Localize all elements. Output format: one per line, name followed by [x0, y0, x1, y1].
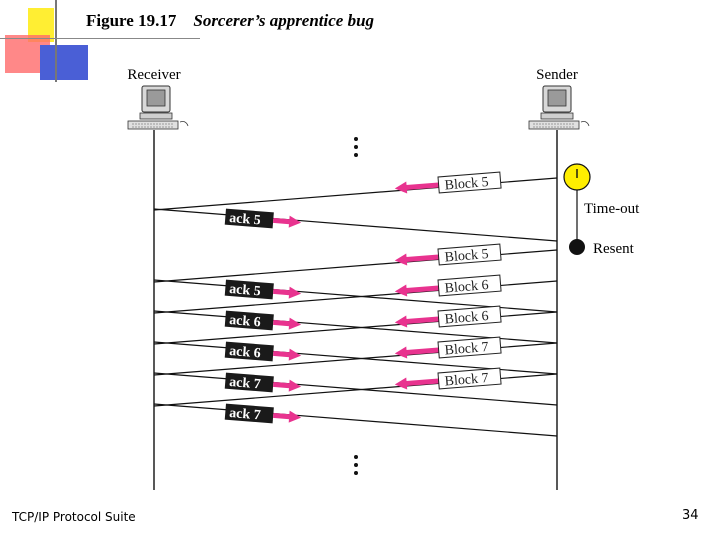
arrow-head [288, 379, 302, 392]
arrow-shaft [273, 288, 292, 296]
arrow-head [394, 377, 408, 390]
label-text: Block 7 [444, 371, 489, 389]
block-label: Block 5 [394, 243, 502, 266]
arrow-shaft [273, 381, 292, 389]
label-box [224, 279, 274, 300]
message-1: Block 5 [153, 171, 558, 211]
arrow-shaft [404, 378, 439, 387]
arrow-shaft [404, 347, 439, 356]
block-label: Block 5 [394, 171, 502, 194]
message-arrows: Block 5 ack 5 Block 5 ack 5 Block 6 ack 6 Bloc… [153, 171, 558, 437]
block-label: Block 7 [394, 336, 502, 359]
arrow-shaft [404, 285, 439, 294]
receiver-label: Receiver [127, 67, 180, 83]
decor-horizontal-line [0, 38, 200, 39]
block-label: Block 7 [394, 367, 502, 390]
arrow-shaft [404, 316, 439, 325]
message-9: Block 7 [153, 336, 558, 376]
label-box [437, 171, 502, 194]
arrow-head [394, 315, 408, 328]
arrow-shaft [273, 319, 292, 327]
label-text: Block 5 [444, 247, 489, 265]
message-10: ack 7 [153, 372, 558, 406]
label-text: ack 5 [229, 211, 262, 228]
label-text: Block 7 [444, 340, 489, 358]
message-7: Block 6 [153, 305, 558, 345]
message-11: Block 7 [153, 367, 558, 407]
message-8: ack 6 [153, 341, 558, 375]
block-label: Block 6 [394, 305, 502, 328]
label-text: Block 6 [444, 278, 489, 296]
ack-label: ack 5 [224, 279, 302, 300]
label-box [437, 243, 502, 266]
message-2: ack 5 [153, 208, 558, 242]
label-box [224, 310, 274, 331]
label-box [437, 305, 502, 328]
label-box [224, 372, 274, 393]
slide-title: Figure 19.17 Sorcerer’s apprentice bug [86, 11, 374, 31]
arrow-shaft [404, 254, 439, 263]
message-12: ack 7 [153, 403, 558, 437]
arrow-head [288, 286, 302, 299]
ack-label: ack 7 [224, 372, 302, 393]
figure-label: Figure 19.17 [86, 11, 177, 30]
receiver-computer-icon [127, 85, 189, 130]
ack-label: ack 6 [224, 310, 302, 331]
resent-dot-icon [569, 239, 585, 255]
message-6: ack 6 [153, 310, 558, 344]
ack-label: ack 5 [224, 208, 302, 229]
label-text: ack 7 [229, 406, 262, 423]
resent-label: Resent [593, 241, 635, 257]
message-line [153, 403, 558, 437]
label-text: Block 5 [444, 175, 489, 193]
message-line [153, 372, 558, 406]
arrow-shaft [273, 350, 292, 358]
sender-label: Sender [536, 67, 578, 83]
message-line [153, 208, 558, 242]
label-box [437, 367, 502, 390]
page-number: 34 [682, 508, 699, 523]
label-box [437, 274, 502, 297]
arrow-head [394, 346, 408, 359]
arrow-head [288, 215, 302, 228]
label-text: ack 6 [229, 344, 262, 361]
label-box [224, 208, 274, 229]
block-label: Block 6 [394, 274, 502, 297]
sorcerers-apprentice-diagram: Receiver Sender Time-out Resent Block 5 a… [127, 67, 640, 490]
decor-blue-square [40, 45, 88, 80]
label-box [224, 403, 274, 424]
timeout-label: Time-out [584, 201, 640, 217]
arrow-head [394, 253, 408, 266]
arrow-shaft [273, 412, 292, 420]
sender-computer-icon [528, 85, 590, 130]
label-box [224, 341, 274, 362]
message-5: Block 6 [153, 274, 558, 314]
label-text: Block 6 [444, 309, 489, 327]
figure-caption: Sorcerer’s apprentice bug [193, 11, 375, 30]
ellipsis-top [354, 137, 358, 157]
ellipsis-bottom [354, 455, 358, 475]
decor-vertical-line [55, 0, 57, 82]
ack-label: ack 7 [224, 403, 302, 424]
ack-label: ack 6 [224, 341, 302, 362]
arrow-head [288, 317, 302, 330]
arrow-shaft [273, 217, 292, 225]
label-text: ack 5 [229, 282, 262, 299]
label-text: ack 7 [229, 375, 262, 392]
arrow-head [394, 181, 408, 194]
arrow-head [288, 410, 302, 423]
footer-suite-title: TCP/IP Protocol Suite [12, 510, 136, 524]
arrow-head [288, 348, 302, 361]
arrow-head [394, 284, 408, 297]
label-text: ack 6 [229, 313, 262, 330]
message-3: Block 5 [153, 243, 558, 283]
label-box [437, 336, 502, 359]
arrow-shaft [404, 182, 439, 191]
